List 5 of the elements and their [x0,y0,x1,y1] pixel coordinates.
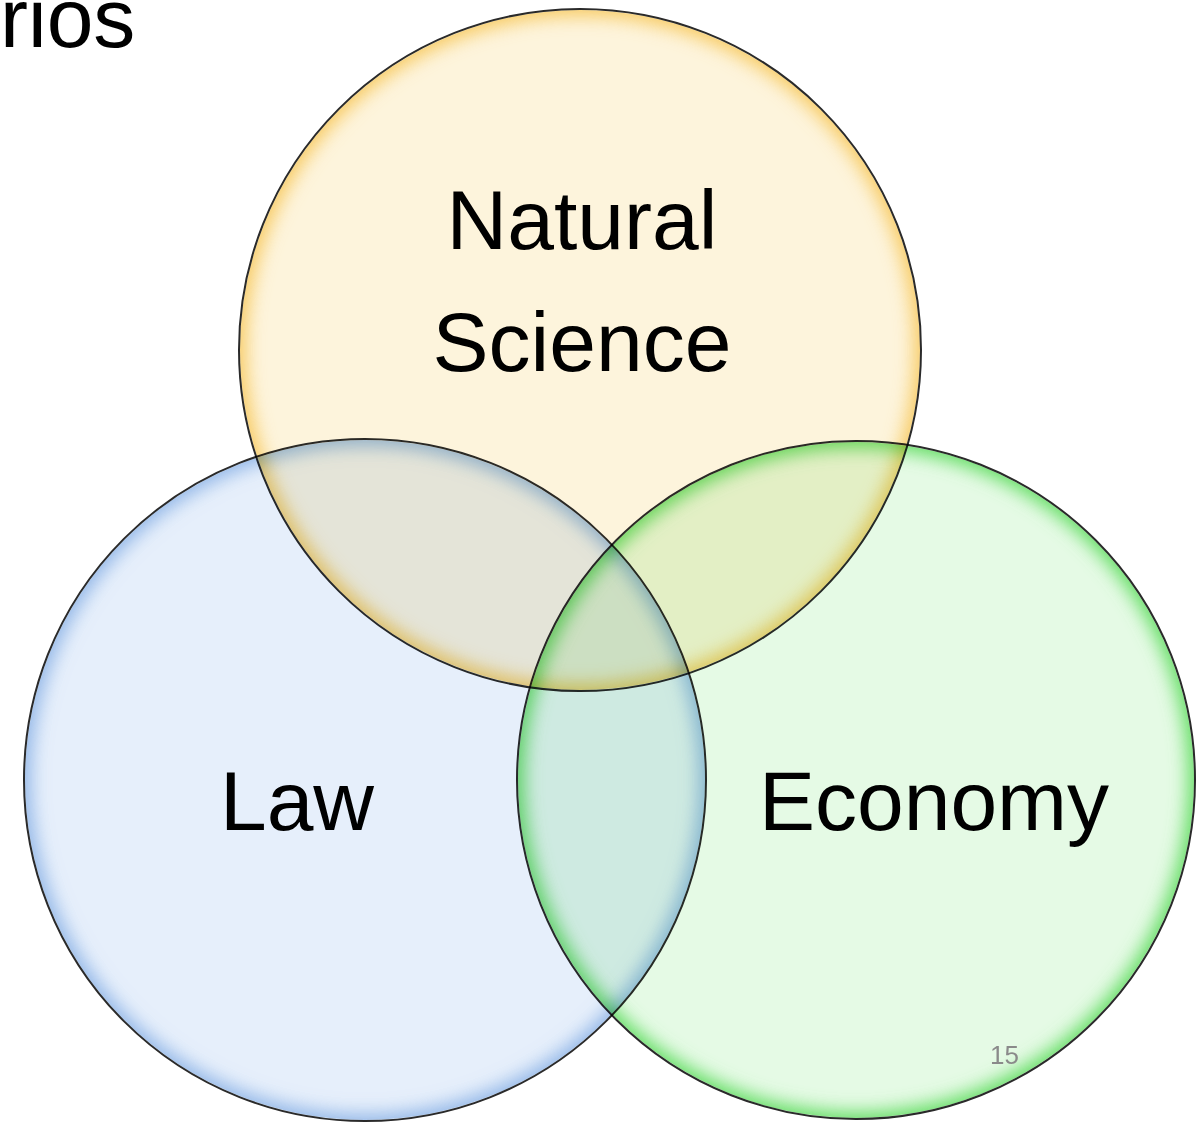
circle-label: Law [218,753,376,851]
page-number: 15 [990,1040,1019,1071]
heading-fragment: rios [0,0,136,67]
circle-label: Economy [757,753,1111,851]
circle-label: Natural Science [431,172,733,391]
